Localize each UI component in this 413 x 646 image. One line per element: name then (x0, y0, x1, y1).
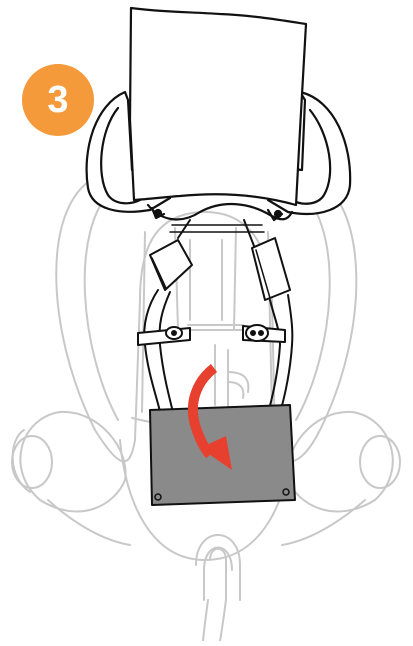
instruction-sheet (130, 8, 306, 205)
step-number-badge: 3 (22, 64, 94, 136)
